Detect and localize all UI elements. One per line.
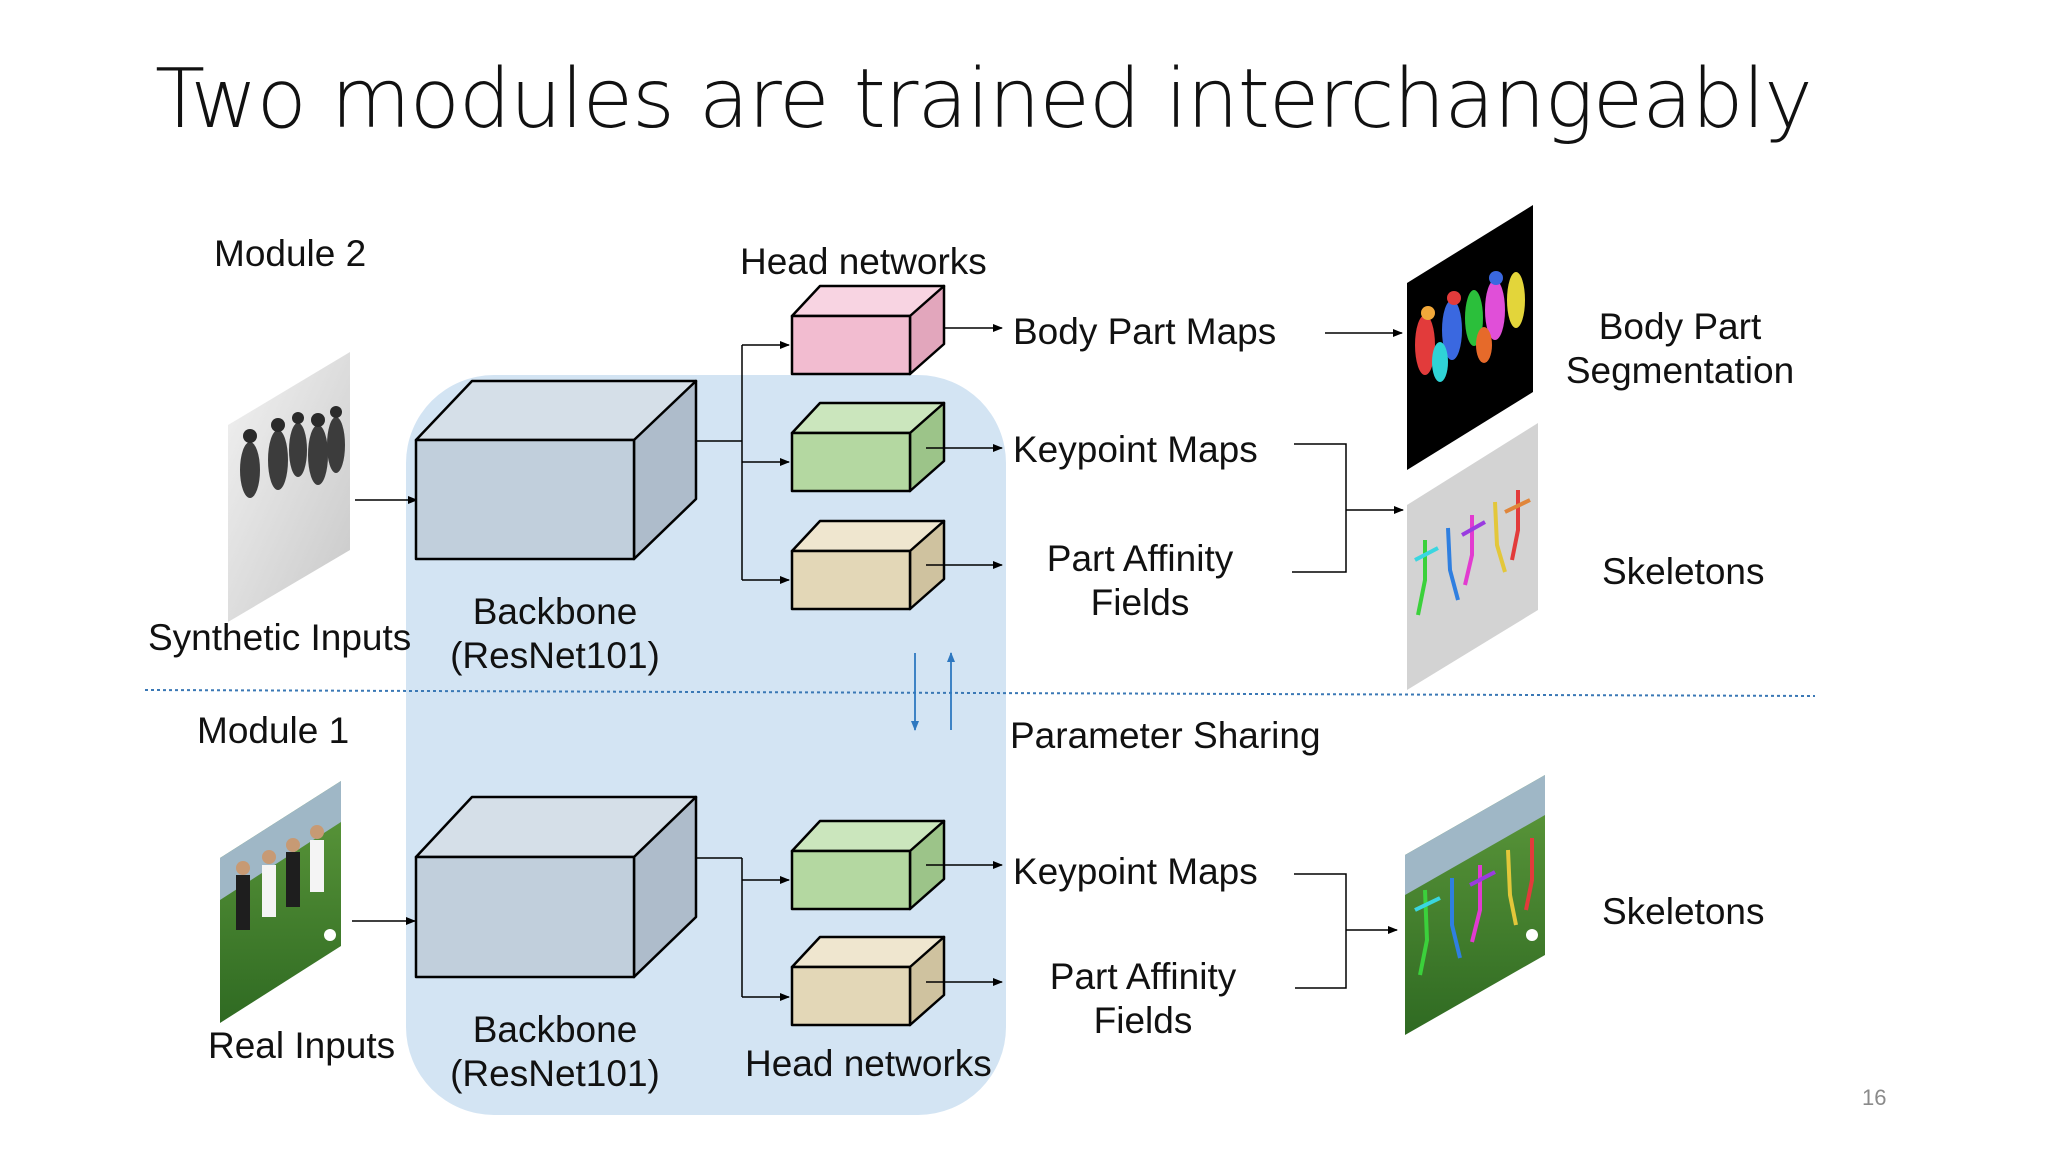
backbone-line2: (ResNet101) xyxy=(450,635,660,677)
head-paf-module1 xyxy=(790,935,946,1027)
skeletons-label-module1: Skeletons xyxy=(1602,891,1765,932)
paf-line2: Fields xyxy=(1090,582,1190,624)
skeletons-label-module2: Skeletons xyxy=(1602,551,1765,592)
paf-label-module2: Part Affinity Fields xyxy=(1010,537,1270,626)
paf-line1: Part Affinity xyxy=(1046,538,1234,579)
page-number: 16 xyxy=(1862,1085,1887,1110)
module2-label: Module 2 xyxy=(214,233,367,274)
paf-line1: Part Affinity xyxy=(1049,956,1237,997)
module1-label: Module 1 xyxy=(197,710,350,751)
paf-line2: Fields xyxy=(1093,1000,1193,1042)
head-networks-label-module1: Head networks xyxy=(745,1043,992,1084)
head-keypoint-module1 xyxy=(790,819,946,911)
backbone-block-module1 xyxy=(414,795,698,979)
segmentation-result-label: Body Part Segmentation xyxy=(1540,305,1820,394)
head-paf-module2 xyxy=(790,519,946,611)
backbone-label-module1: Backbone (ResNet101) xyxy=(420,1008,690,1097)
segmentation-line2: Segmentation xyxy=(1565,350,1795,392)
backbone-line1: Backbone xyxy=(472,1009,638,1050)
slide-title: Two modules are trained interchangeably xyxy=(155,52,1813,147)
real-inputs-label: Real Inputs xyxy=(208,1025,396,1066)
head-body-part-module2 xyxy=(790,284,946,376)
synthetic-inputs-label: Synthetic Inputs xyxy=(148,617,412,658)
segmentation-line1: Body Part xyxy=(1598,306,1762,347)
backbone-line2: (ResNet101) xyxy=(450,1053,660,1095)
parameter-sharing-label: Parameter Sharing xyxy=(1010,715,1321,756)
head-keypoint-module2 xyxy=(790,401,946,493)
keypoint-maps-label-module1: Keypoint Maps xyxy=(1013,851,1258,892)
module-divider xyxy=(144,689,1816,697)
skeletons-result-image-module1 xyxy=(1405,775,1545,1035)
backbone-label-module2: Backbone (ResNet101) xyxy=(420,590,690,679)
body-part-maps-label: Body Part Maps xyxy=(1013,311,1277,352)
synthetic-input-image xyxy=(228,352,350,622)
head-networks-label-module2: Head networks xyxy=(740,241,987,282)
keypoint-maps-label-module2: Keypoint Maps xyxy=(1013,429,1258,470)
segmentation-result-image xyxy=(1407,205,1533,470)
backbone-line1: Backbone xyxy=(472,591,638,632)
real-input-image xyxy=(220,781,341,1023)
paf-label-module1: Part Affinity Fields xyxy=(1013,955,1273,1044)
skeletons-result-image-module2 xyxy=(1407,423,1538,690)
backbone-block-module2 xyxy=(414,379,698,561)
